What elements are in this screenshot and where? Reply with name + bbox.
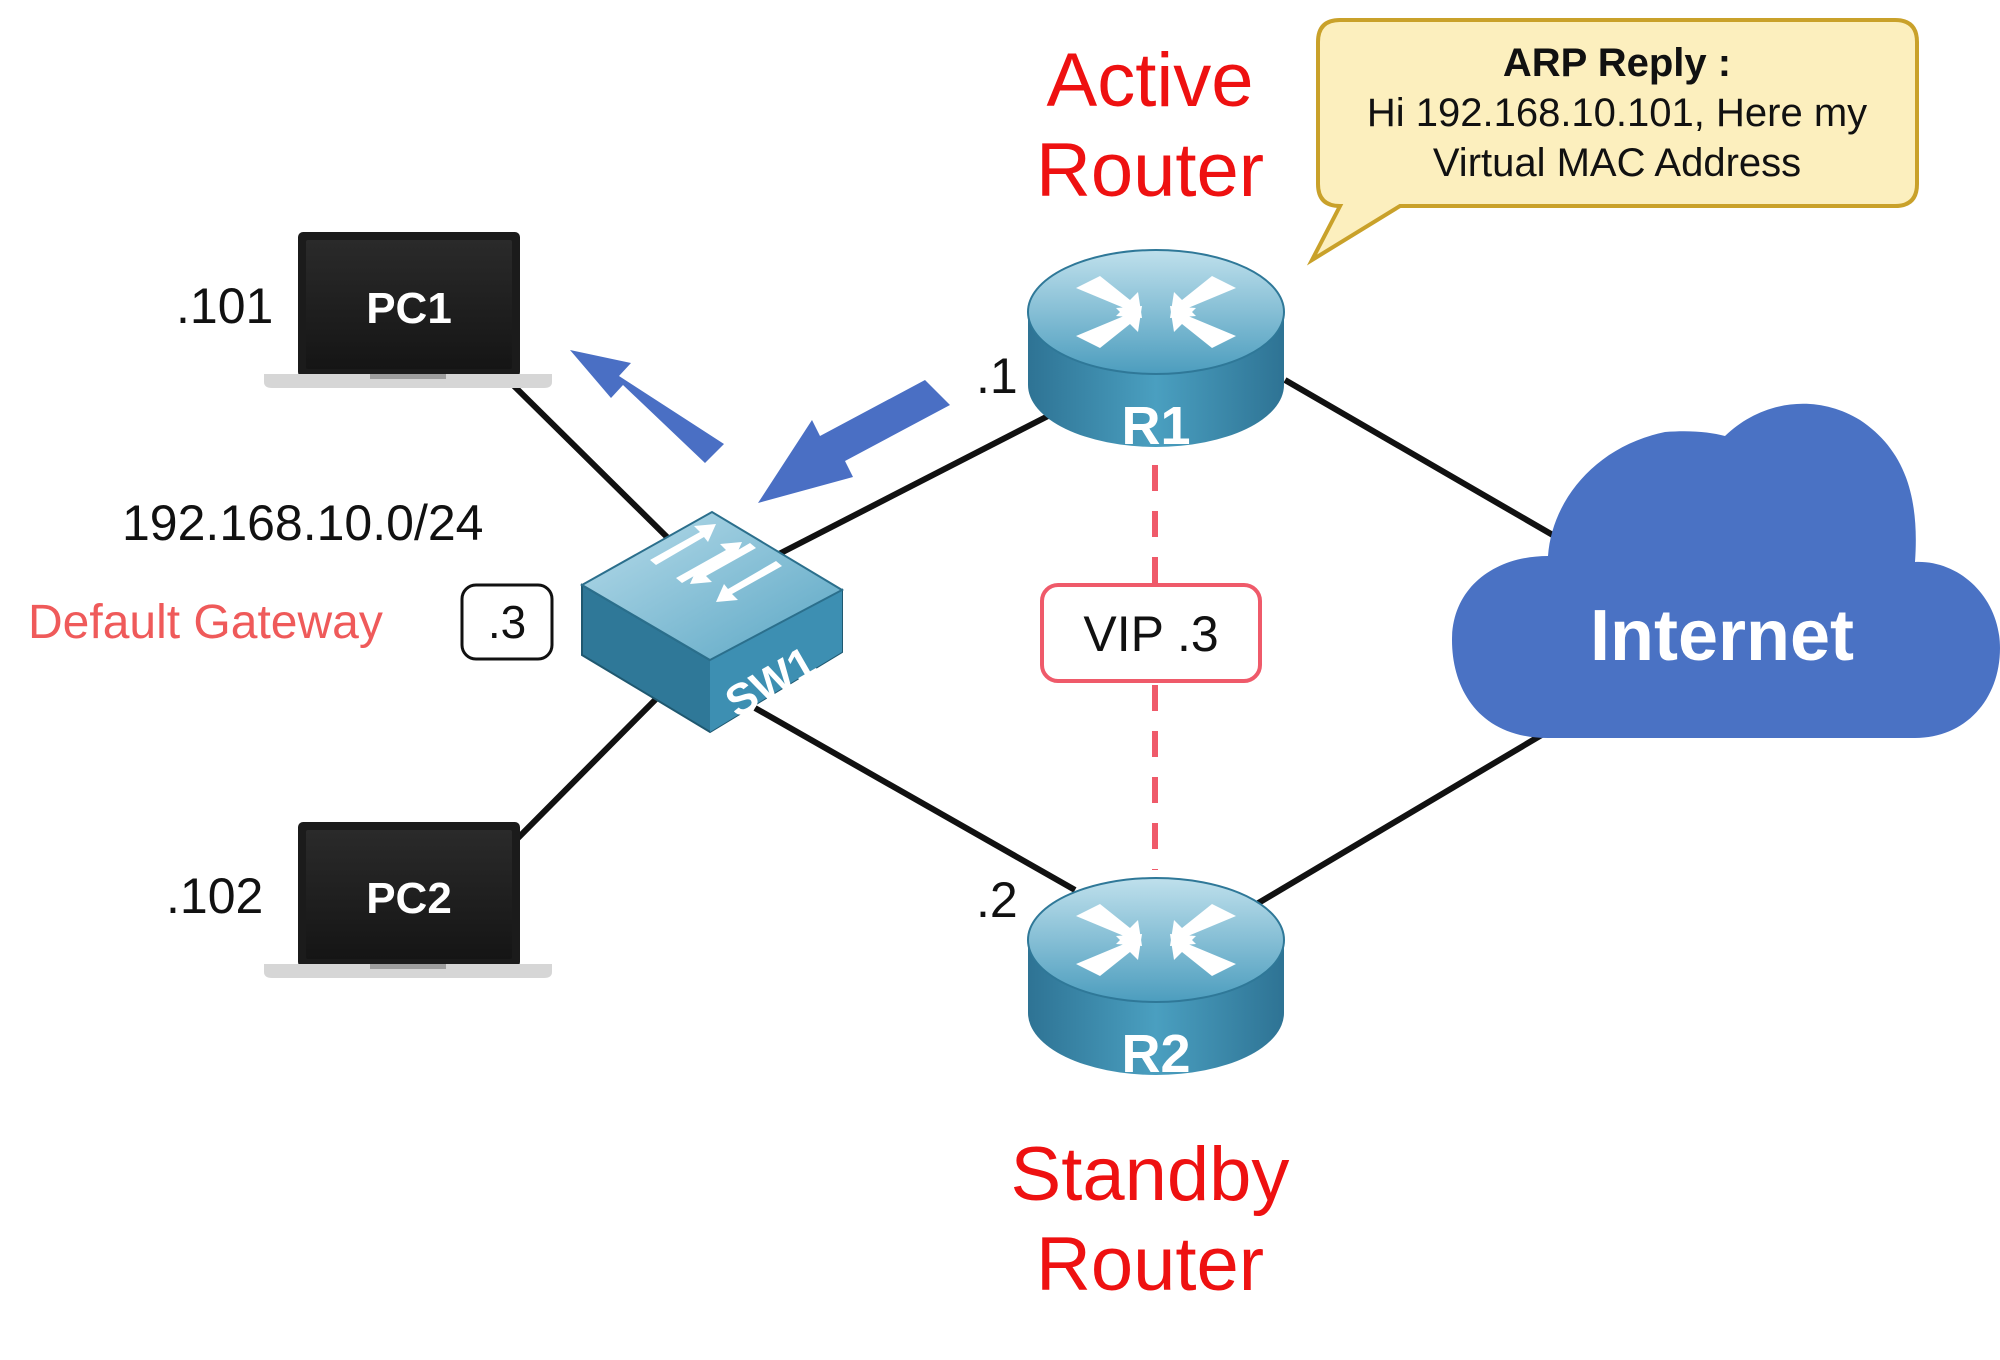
router-arrows-icon [1076, 276, 1236, 348]
bubble-line-2: Virtual MAC Address [1433, 141, 1801, 185]
default-gateway: Default Gateway .3 [28, 583, 554, 661]
pc2-label: PC2 [366, 874, 452, 923]
arrow-r1-to-sw1 [758, 380, 950, 503]
r2-role-line-1: Standby [1011, 1132, 1290, 1217]
default-gateway-box [460, 583, 554, 661]
cable-sw1-r1 [773, 412, 1052, 559]
vip-label: VIP .3 [1083, 606, 1218, 662]
r2-router[interactable]: R2 [1027, 877, 1285, 1084]
sw1-switch[interactable]: SW1 [579, 510, 845, 734]
r1-role-line-2: Router [1036, 128, 1264, 213]
internet-cloud[interactable]: Internet [1452, 403, 2000, 738]
router-arrows-icon [1076, 904, 1236, 976]
cables [507, 377, 1572, 908]
pc2-laptop[interactable]: PC2 [264, 822, 552, 978]
r1-role-line-1: Active [1047, 38, 1254, 123]
cable-sw1-r2 [753, 705, 1077, 893]
arrow-sw1-to-pc1 [570, 350, 724, 463]
cable-pc1-sw1 [507, 379, 675, 545]
cable-r1-internet [1283, 377, 1572, 548]
subnet-label: 192.168.10.0/24 [122, 495, 483, 551]
default-gateway-value: .3 [488, 596, 526, 648]
cable-pc2-sw1 [515, 692, 663, 841]
pc1-host-label: .101 [176, 278, 273, 334]
cable-r2-internet [1253, 727, 1552, 908]
pc2-host-label: .102 [166, 868, 263, 924]
default-gateway-label: Default Gateway [28, 596, 383, 649]
switch-arrows-icon [650, 524, 782, 602]
r2-host-label: .2 [976, 872, 1018, 928]
pc1-label: PC1 [366, 284, 452, 333]
arp-reply-bubble: ARP Reply : Hi 192.168.10.101, Here my V… [1306, 18, 1919, 266]
cloud-icon [1452, 403, 2000, 738]
internet-label: Internet [1590, 596, 1854, 676]
r2-label: R2 [1121, 1024, 1190, 1084]
pc1-laptop[interactable]: PC1 [264, 232, 552, 388]
r1-label: R1 [1121, 396, 1190, 456]
arp-reply-arrows [570, 350, 950, 503]
vip-box: VIP .3 [1040, 583, 1262, 683]
r1-router[interactable]: R1 [1027, 249, 1285, 456]
r2-role-line-2: Router [1036, 1222, 1264, 1307]
bubble-title: ARP Reply : [1503, 41, 1731, 85]
r1-host-label: .1 [976, 348, 1018, 404]
bubble-line-1: Hi 192.168.10.101, Here my [1367, 91, 1867, 135]
